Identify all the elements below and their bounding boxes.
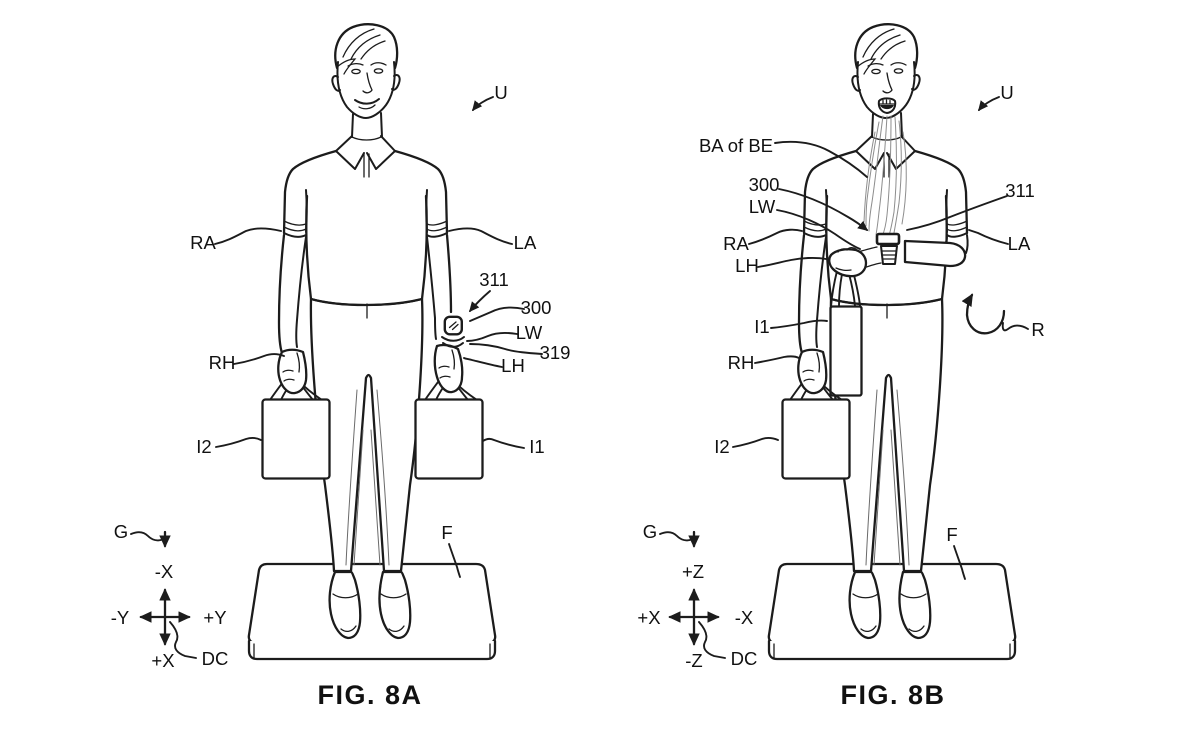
label-item1: I1 xyxy=(754,316,769,337)
label-gravity: G xyxy=(114,521,128,542)
floor-leader xyxy=(953,545,966,580)
label-319: 319 xyxy=(540,342,571,363)
head xyxy=(331,23,401,139)
ref-300-arrow xyxy=(778,188,869,231)
axis-left-label: +X xyxy=(637,607,660,628)
label-left-wrist: LW xyxy=(749,196,776,217)
axis-up-label: -X xyxy=(155,561,174,582)
label-item2: I2 xyxy=(196,436,211,457)
bag-item2 xyxy=(781,398,851,480)
smartwatch xyxy=(875,232,901,265)
label-floor: F xyxy=(946,524,957,545)
axes-8b xyxy=(660,532,725,658)
bag-item1 xyxy=(414,398,484,480)
axis-right-label: -X xyxy=(735,607,754,628)
rotation-arrow xyxy=(961,293,1006,335)
left-forearm-raised xyxy=(857,234,969,271)
head xyxy=(851,23,921,139)
breath-stream xyxy=(863,115,907,240)
axis-right-label: +Y xyxy=(203,607,226,628)
leader-lines xyxy=(732,96,1029,580)
label-right-arm: RA xyxy=(190,232,216,253)
leader-lines xyxy=(214,96,543,578)
user-arrow xyxy=(978,96,1000,112)
watch-screen-glyph xyxy=(448,321,459,331)
caption-fig-8b: FIG. 8B xyxy=(840,680,945,710)
figure-8a: U RA LA 311 300 LW 319 LH RH I2 I1 G -X … xyxy=(111,23,571,710)
label-breath: BA of BE xyxy=(699,135,773,156)
label-device-coords: DC xyxy=(731,648,758,669)
user-label: U xyxy=(494,82,507,103)
right-arm xyxy=(797,233,827,355)
left-hand xyxy=(433,343,464,394)
axis-up-label: +Z xyxy=(682,561,704,582)
label-device-coords: DC xyxy=(202,648,229,669)
label-311: 311 xyxy=(1005,180,1035,201)
label-item1: I1 xyxy=(529,436,544,457)
mouth-smile xyxy=(354,98,380,110)
label-right-hand: RH xyxy=(728,352,755,373)
ref-311-arrow xyxy=(469,290,491,313)
label-left-arm: LA xyxy=(514,232,537,253)
torso-shirt xyxy=(282,134,449,307)
axis-down-label: +X xyxy=(151,650,174,671)
label-300: 300 xyxy=(749,174,780,195)
caption-fig-8a: FIG. 8A xyxy=(317,680,422,710)
label-item2: I2 xyxy=(714,436,729,457)
label-left-hand: LH xyxy=(735,255,759,276)
floor-platform xyxy=(767,562,1017,661)
user-label: U xyxy=(1000,82,1013,103)
figure-8b: U BA of BE 300 LW RA LH 311 LA R I1 RH I… xyxy=(637,23,1045,710)
floor-platform xyxy=(247,562,497,661)
left-hand-fist xyxy=(828,246,868,278)
label-gravity: G xyxy=(643,521,657,542)
watch-band-hatch xyxy=(881,250,897,260)
axis-left-label: -Y xyxy=(111,607,130,628)
label-left-wrist: LW xyxy=(516,322,543,343)
bag-item2 xyxy=(261,398,331,480)
right-hand xyxy=(797,348,828,395)
label-left-hand: LH xyxy=(501,355,525,376)
rotation-connector xyxy=(1001,322,1029,332)
user-arrow xyxy=(472,96,494,112)
smartwatch xyxy=(441,315,465,348)
label-left-arm: LA xyxy=(1008,233,1031,254)
label-right-arm: RA xyxy=(723,233,749,254)
bag-item1-small xyxy=(829,305,863,397)
axis-down-label: -Z xyxy=(685,650,702,671)
floor-leader xyxy=(448,543,461,578)
label-311: 311 xyxy=(479,269,509,290)
label-300: 300 xyxy=(521,297,552,318)
right-hand xyxy=(277,348,308,395)
axes-8a xyxy=(131,532,196,658)
label-rotation: R xyxy=(1031,319,1044,340)
mouth-open xyxy=(877,97,897,114)
right-arm xyxy=(277,233,307,355)
label-right-hand: RH xyxy=(209,352,236,373)
left-arm xyxy=(426,233,453,340)
label-floor: F xyxy=(441,522,452,543)
